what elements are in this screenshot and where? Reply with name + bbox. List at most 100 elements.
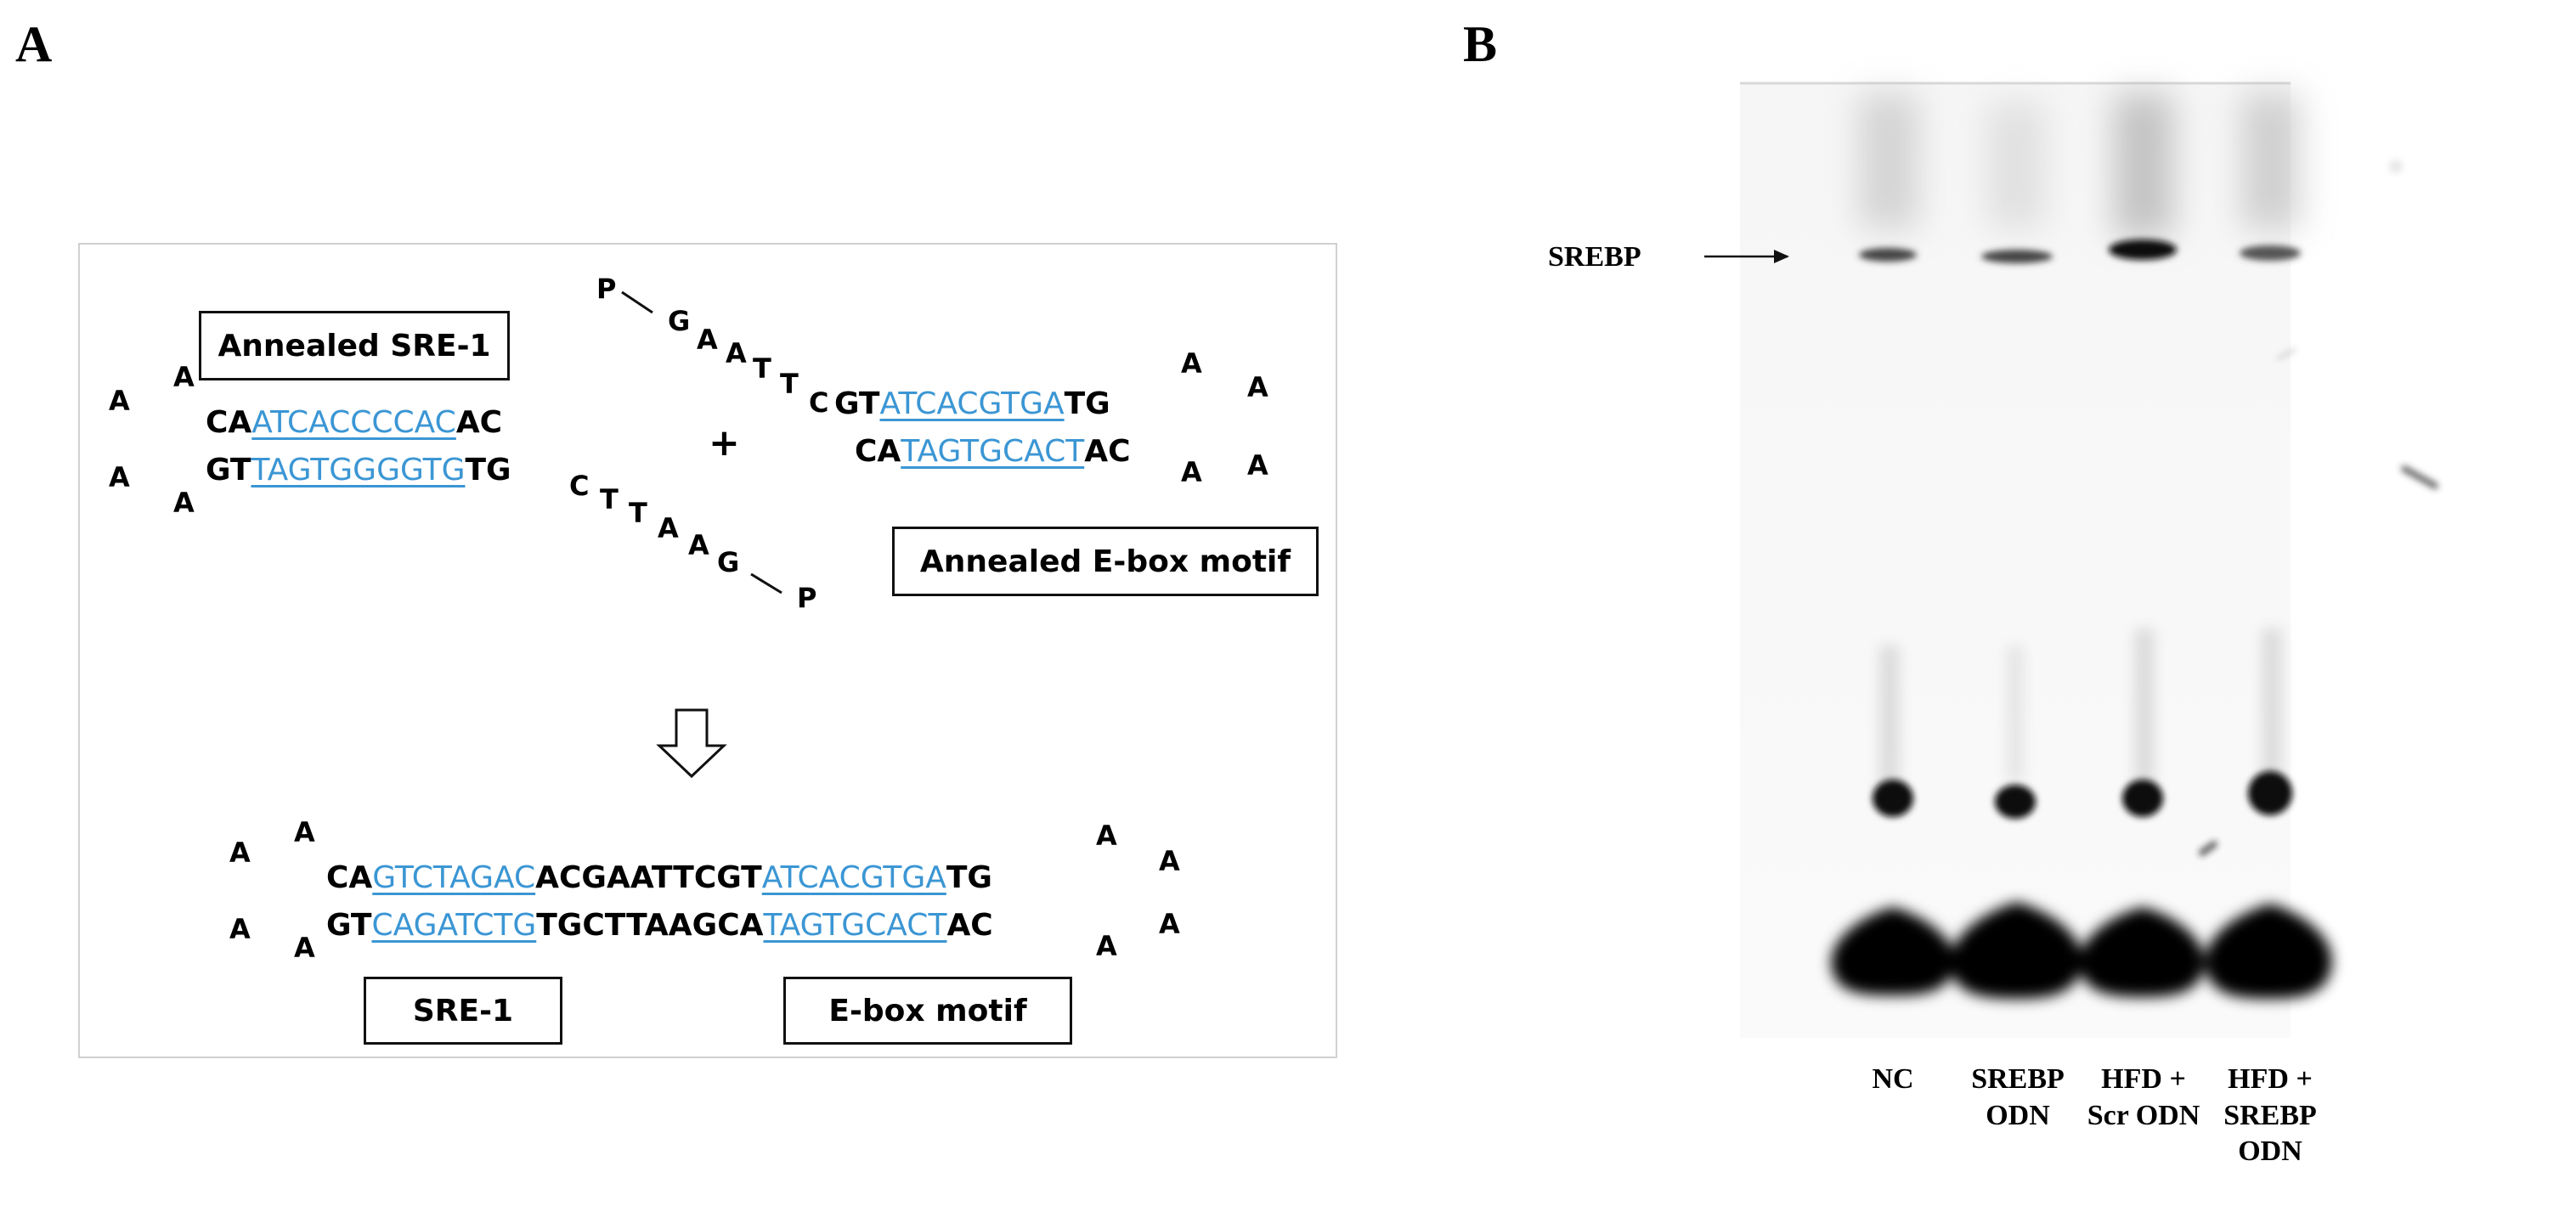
loop-letter: A	[1247, 449, 1268, 482]
srebp-band-lane-3	[2109, 240, 2177, 260]
free-probe-blobs	[1831, 902, 2332, 999]
sre-bottom-motif: TAGTGGGGTG	[251, 453, 466, 487]
plus-sign: +	[709, 421, 740, 465]
ebox-top-pre: GT	[834, 386, 880, 421]
sticky-bottom-letter: P	[797, 582, 817, 614]
product-top-p1: CA	[326, 860, 373, 895]
product-bottom-p1: GT	[326, 908, 372, 943]
panel-b: B	[1427, 0, 2576, 1206]
loop-letter: A	[1247, 371, 1268, 403]
lane-label-line: HFD +	[2101, 1063, 2186, 1095]
gel-background	[1740, 83, 2291, 1038]
loop-letter: A	[1096, 930, 1117, 962]
sticky-top-letter: C	[809, 386, 829, 419]
sticky-top-letter: T	[780, 368, 799, 400]
product-bottom-p2: AC	[946, 908, 993, 943]
srebp-band-lane-4	[2240, 245, 2301, 261]
ebox-bottom-post: AC	[1084, 434, 1131, 469]
lane-label-3: HFD + Scr ODN	[2082, 1062, 2206, 1134]
annealed-sre-label: Annealed SRE-1	[199, 311, 510, 380]
phosphate-bond-top	[621, 290, 653, 314]
ebox-top-post: TG	[1064, 386, 1110, 421]
spot-lane-2	[1995, 785, 2036, 819]
loop-letter: A	[173, 487, 195, 519]
product-top-strand: CAGTCTAGACACGAATTCGTATCACGTGATG	[326, 863, 992, 893]
loop-letter: A	[1159, 845, 1180, 877]
sre-top-post: AC	[455, 405, 503, 440]
srebp-band-lane-1	[1859, 248, 1917, 262]
lane-label-line: SREBP	[1971, 1063, 2065, 1095]
loop-letter: A	[109, 385, 130, 417]
product-top-sre: GTCTAGAC	[372, 860, 536, 895]
arrow-right-icon	[1774, 250, 1789, 263]
loop-letter: A	[229, 837, 251, 869]
ebox-top-strand: GTATCACGTGATG	[834, 389, 1110, 420]
sre-bottom-post: TG	[465, 453, 511, 487]
free-probe-lane-2	[1950, 902, 2083, 999]
loop-letter: A	[1181, 347, 1202, 380]
lane-label-2: SREBP ODN	[1961, 1062, 2075, 1134]
lane-label-line: NC	[1872, 1063, 1914, 1095]
lane-label-1: NC	[1850, 1062, 1935, 1098]
sre-label: SRE-1	[364, 977, 562, 1045]
free-probe-lane-1	[1831, 907, 1956, 995]
loop-letter: A	[173, 361, 195, 393]
product-top-middle: ACGAATTCGT	[535, 860, 762, 895]
ebox-top-motif: ATCACGTGA	[879, 386, 1065, 421]
down-arrow-icon	[656, 708, 727, 779]
sticky-top-letter: G	[668, 305, 691, 337]
product-top-ebox: ATCACGTGA	[761, 860, 946, 895]
sre-top-pre: CA	[206, 405, 252, 440]
loop-letter: A	[1181, 456, 1202, 488]
gel-image	[1704, 82, 2438, 1038]
lane-label-line: ODN	[2238, 1136, 2302, 1167]
ebox-label: E-box motif	[783, 977, 1072, 1045]
sre-top-motif: ATCACCCCAC	[251, 405, 456, 440]
srebp-band-label: SREBP	[1548, 241, 1641, 273]
sticky-bottom-letter: T	[600, 483, 619, 516]
lane-label-line: HFD +	[2228, 1063, 2313, 1095]
lane-label-line: SREBP	[2223, 1099, 2317, 1131]
srebp-bands	[1859, 240, 2301, 263]
spot-lane-4	[2248, 771, 2292, 815]
diagram-frame: Annealed SRE-1 A A A A CAATCACCCCACAC GT…	[78, 243, 1337, 1058]
lane-label-4: HFD + SREBP ODN	[2211, 1062, 2330, 1170]
sticky-top-letter: A	[726, 337, 747, 369]
loop-letter: A	[1159, 908, 1180, 940]
free-probe-lane-3	[2079, 907, 2205, 997]
lane-smears	[1859, 93, 2301, 238]
product-bottom-sre: CAGATCTG	[371, 908, 537, 943]
panel-a: A Annealed SRE-1 A A A A CAATCACCCCACAC …	[15, 16, 1337, 1058]
sticky-bottom-letter: A	[688, 529, 709, 561]
loop-letter: A	[294, 932, 315, 964]
product-bottom-middle: TGCTTAAGCA	[536, 908, 764, 943]
middle-spots	[1873, 771, 2292, 819]
panel-a-letter: A	[15, 16, 53, 72]
sticky-top-letter: A	[697, 324, 718, 356]
ebox-bottom-pre: CA	[855, 434, 901, 469]
sre-bottom-pre: GT	[206, 453, 251, 487]
loop-letter: A	[229, 913, 251, 945]
sre-bottom-strand: GTTAGTGGGGTGTG	[206, 455, 511, 486]
sticky-bottom-letter: G	[717, 546, 740, 578]
gel-artifacts	[2199, 160, 2438, 856]
lane-label-line: ODN	[1986, 1099, 2050, 1131]
sticky-bottom-letter: A	[658, 512, 679, 544]
sticky-top-letter: T	[753, 352, 771, 385]
srebp-band-lane-2	[1981, 250, 2053, 263]
loop-letter: A	[294, 816, 315, 848]
annealed-ebox-label: Annealed E-box motif	[892, 527, 1319, 596]
ebox-bottom-strand: CATAGTGCACTAC	[855, 437, 1131, 467]
sticky-bottom-letter: C	[569, 470, 590, 502]
lane-streaks	[1879, 628, 2282, 798]
panel-b-letter: B	[1463, 16, 1498, 72]
ebox-bottom-motif: TAGTGCACT	[901, 434, 1085, 469]
sre-top-strand: CAATCACCCCACAC	[206, 408, 502, 438]
loop-letter: A	[1096, 820, 1117, 852]
phosphate-bond-bottom	[750, 572, 782, 595]
free-probe-lane-4	[2205, 904, 2332, 999]
lane-label-line: Scr ODN	[2087, 1099, 2200, 1131]
product-bottom-ebox: TAGTGCACT	[763, 908, 947, 943]
sticky-bottom-letter: T	[629, 497, 647, 529]
sticky-top-letter: P	[596, 273, 617, 305]
